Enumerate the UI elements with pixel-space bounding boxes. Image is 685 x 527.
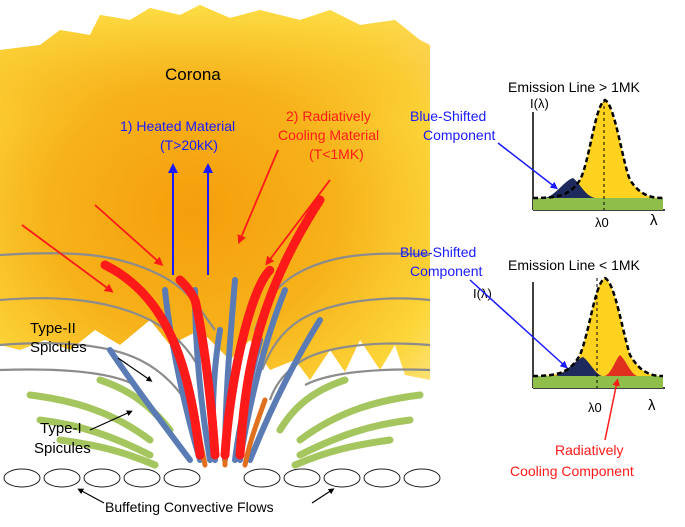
- panel-bottom-component-line1: Blue-Shifted: [400, 244, 476, 260]
- panel-top-title: Emission Line > 1MK: [508, 79, 641, 95]
- cooling-material-arrows: [21, 149, 331, 293]
- panel-bottom-cooling-line2: Cooling Component: [510, 463, 634, 479]
- panel-top-ylabel: I(λ): [530, 96, 549, 111]
- corona-label: Corona: [165, 65, 221, 84]
- panel-top-xlabel: λ: [650, 212, 658, 229]
- type2-label-line2: Spicules: [30, 339, 87, 356]
- type-1-spicules: [26, 376, 424, 469]
- cooling-label-line2: Cooling Material: [278, 127, 379, 143]
- cooling-label-line1: 2) Radiatively: [286, 108, 371, 124]
- convective-label: Buffeting Convective Flows: [105, 499, 274, 515]
- panel-bottom-ylabel: I(λ): [473, 286, 492, 301]
- type1-label-line1: Type-I: [40, 420, 82, 437]
- panel-bottom-cooling-line1: Radiatively: [555, 442, 623, 458]
- panel-top-component-line2: Component: [423, 127, 495, 143]
- panel-bottom-lambda0: λ0: [588, 400, 602, 415]
- panel-bottom-title: Emission Line < 1MK: [508, 257, 641, 273]
- panel-top-lambda0: λ0: [595, 215, 609, 230]
- panel-top-component-line1: Blue-Shifted: [410, 108, 486, 124]
- convective-flows: [3, 468, 441, 488]
- heated-label-line1: 1) Heated Material: [120, 118, 235, 134]
- cooling-label-line3: (T<1MK): [309, 146, 364, 162]
- spectrum-panel-cool: Emission Line < 1MK I(λ) λ0 λ Blue-Shift…: [400, 244, 665, 479]
- panel-bottom-component-line2: Component: [410, 263, 482, 279]
- type2-label-line1: Type-II: [30, 320, 76, 337]
- convective-arrows: [77, 488, 335, 504]
- cooling-spicules: [100, 195, 325, 460]
- heated-material-arrows: [168, 163, 213, 275]
- type-label-arrows: [89, 357, 153, 431]
- type1-label-line2: Spicules: [34, 440, 91, 457]
- spectrum-panel-hot: Emission Line > 1MK I(λ) λ0 λ Blue-Shift…: [410, 79, 665, 230]
- heated-label-line2: (T>20kK): [160, 137, 218, 153]
- panel-bottom-xlabel: λ: [648, 397, 656, 414]
